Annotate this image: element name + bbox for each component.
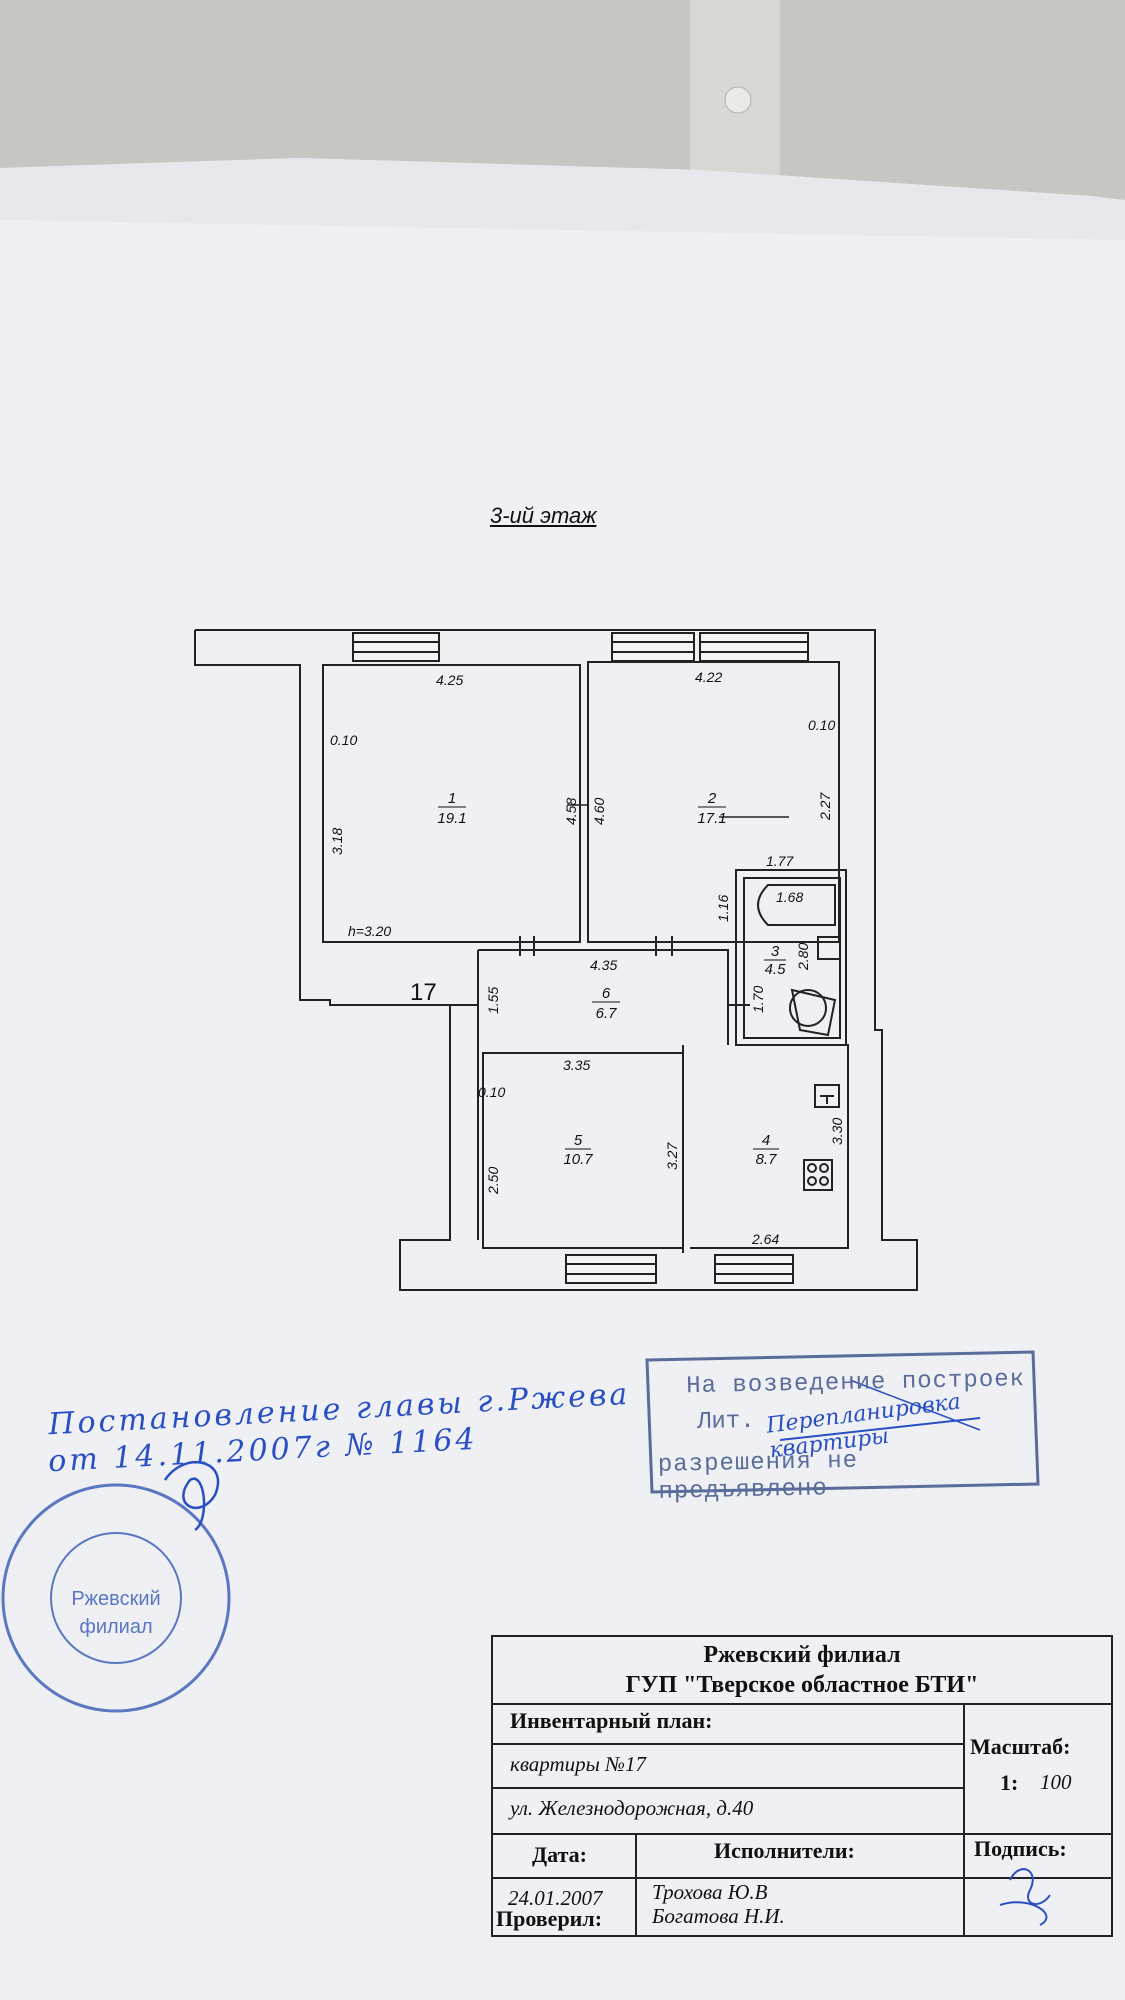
apartment-value: квартиры №17 (510, 1752, 646, 1776)
address-value: ул. Железнодорожная, д.40 (510, 1796, 754, 1820)
room-5-number: 5 (574, 1132, 583, 1149)
dim-r2-wall: 0.10 (808, 717, 835, 733)
executors-label: Исполнители: (714, 1838, 855, 1863)
doors (440, 936, 750, 1006)
round-stamp-signature (163, 1461, 219, 1532)
round-stamp (1, 1483, 231, 1713)
floor-title: 3-ий этаж (490, 503, 597, 528)
dim-r1-right: 4.58 (563, 798, 579, 825)
room-5-area: 10.7 (563, 1151, 593, 1168)
windows (352, 632, 809, 1284)
checker-name: Богатова Н.И. (652, 1904, 785, 1928)
room-6-number: 6 (602, 985, 611, 1002)
approval-stamp-frame (645, 1350, 1040, 1494)
approval-stamp: На возведение построек Лит. Перепланиров… (646, 1352, 1039, 1506)
room-6-area: 6.7 (596, 1005, 618, 1022)
toilet-fixture (789, 936, 841, 1037)
approval-stamp-line3: разрешения не предъявлено (657, 1447, 859, 1506)
org-line1: Ржевский филиал (703, 1642, 901, 1668)
dim-hall-left: 1.55 (485, 987, 501, 1014)
ceiling-height: h=3.20 (348, 923, 391, 939)
dim-hall-right: 1.70 (750, 986, 766, 1013)
dim-r2-top: 4.22 (695, 669, 722, 685)
room-4-area: 8.7 (756, 1151, 778, 1168)
dim-r5-top: 3.35 (563, 1057, 590, 1073)
room-2-number: 2 (707, 790, 717, 807)
plan-label: Инвентарный план: (510, 1708, 713, 1733)
room-2-area: 17.1 (697, 810, 726, 827)
dim-r1-top: 4.25 (436, 672, 463, 688)
scale-value: 100 (1040, 1770, 1072, 1794)
dim-r2-bottom: 1.77 (766, 853, 794, 869)
dim-r5-left: 2.50 (485, 1167, 501, 1195)
dim-r4-bottom: 2.64 (751, 1231, 779, 1247)
org-line2: ГУП "Тверское областное БТИ" (625, 1672, 979, 1698)
room-4-number: 4 (762, 1132, 770, 1149)
dim-bath-side: 2.80 (795, 943, 811, 971)
room-3-area: 4.5 (765, 961, 787, 978)
dim-r4-right: 3.30 (829, 1118, 845, 1145)
apartment-marker: 17 (410, 979, 437, 1006)
room-3-number: 3 (771, 943, 780, 960)
dim-r2-left: 4.60 (591, 798, 607, 825)
date-label: Дата: (532, 1842, 587, 1867)
kitchen-fixtures (803, 1084, 840, 1191)
checked-label: Проверил: (496, 1906, 603, 1931)
dim-hall-top: 4.35 (590, 957, 617, 973)
scale-prefix: 1: (1000, 1770, 1019, 1795)
room-1-area: 19.1 (437, 810, 466, 827)
executor-name: Трохова Ю.В (652, 1880, 768, 1904)
dim-r1-left: 3.18 (329, 828, 345, 855)
room-1-number: 1 (448, 790, 456, 807)
room-labels: 1 19.1 2 17.1 3 4.5 4 8.7 5 10.7 6 6.7 (437, 790, 786, 1168)
title-block-frame (491, 1635, 1113, 1937)
dim-r2-right: 2.27 (817, 792, 833, 821)
room-divider-lines (567, 804, 789, 818)
dim-r5-right: 3.27 (664, 1142, 680, 1170)
dim-r5-wall: 0.10 (478, 1084, 505, 1100)
executor-signature (999, 1868, 1051, 1926)
scale-label: Масштаб: (970, 1734, 1071, 1759)
signature-label: Подпись: (974, 1836, 1067, 1861)
dim-bath-top: 1.16 (715, 895, 731, 922)
dimension-labels: 4.25 0.10 3.18 4.58 h=3.20 4.22 0.10 4.6… (329, 669, 845, 1247)
round-stamp-center-line1: Ржевский (71, 1588, 160, 1610)
date-value: 24.01.2007 (508, 1886, 603, 1910)
dim-r1-wall: 0.10 (330, 732, 357, 748)
dim-bath-tub: 1.68 (776, 889, 803, 905)
approval-stamp-line2: Лит. (696, 1407, 755, 1437)
title-block: Ржевский филиал ГУП "Тверское областное … (492, 1636, 1112, 1936)
round-stamp-center-line2: филиал (79, 1616, 152, 1638)
bathtub-fixture (757, 884, 836, 926)
